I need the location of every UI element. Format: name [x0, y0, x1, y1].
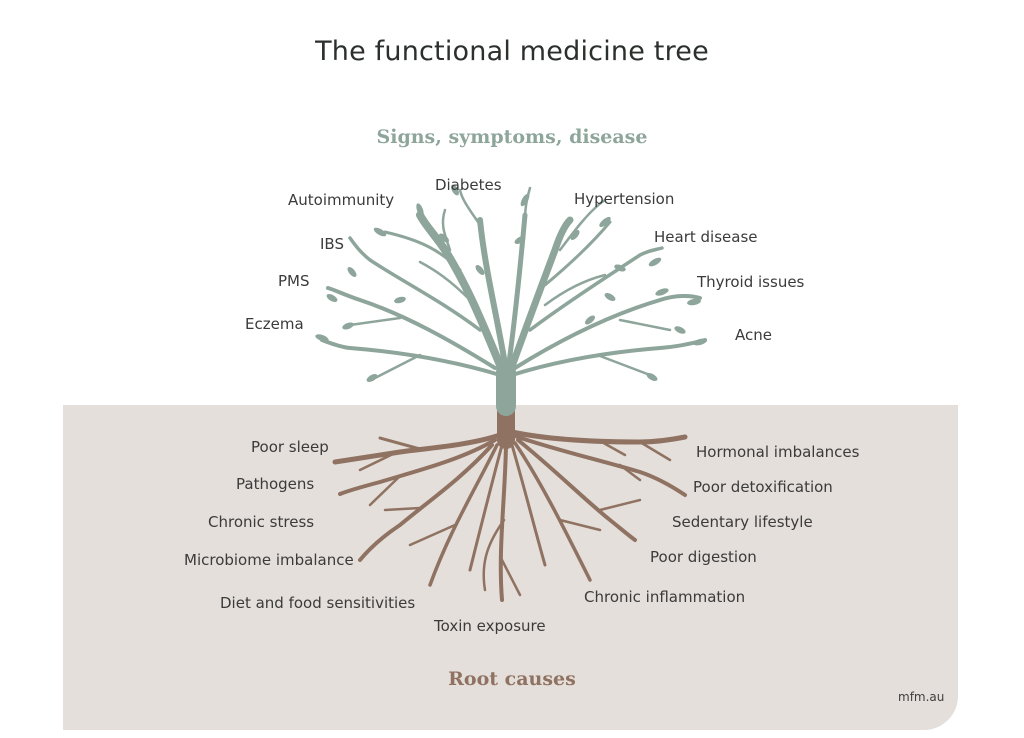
trunk-right: [506, 216, 574, 376]
branch-inner-l: [418, 260, 472, 302]
symptom-thyroid-issues: Thyroid issues: [697, 273, 805, 291]
root-right-upper-c: [638, 440, 672, 462]
branch-right-low: [510, 338, 707, 377]
root-center-b: [482, 518, 506, 592]
leaf: [687, 298, 701, 306]
trunk-center-r: [505, 212, 528, 373]
root-left-upper: [332, 432, 503, 465]
leaf: [674, 326, 686, 334]
cause-chronic-inflammation: Chronic inflammation: [584, 588, 746, 606]
symptom-diabetes: Diabetes: [435, 176, 502, 194]
ground-panel: [63, 405, 958, 730]
root-left-upper-c: [358, 451, 397, 472]
cause-diet-food-sensitivities: Diet and food sensitivities: [220, 594, 416, 612]
symptom-acne: Acne: [735, 326, 772, 344]
cause-poor-detoxification: Poor detoxification: [693, 478, 833, 496]
root-left-2b: [368, 474, 402, 507]
leaf: [520, 193, 530, 207]
root-left-3b: [383, 506, 422, 512]
root-center-c: [500, 558, 522, 597]
branch-right-3: [543, 220, 612, 287]
brand-mark: mfm.au: [898, 690, 945, 704]
branch-left-low-b: [373, 353, 422, 380]
page-title: The functional medicine tree: [315, 36, 709, 67]
root-right-2b: [618, 463, 642, 482]
cause-sedentary-lifestyle: Sedentary lifestyle: [672, 513, 813, 531]
branch-left-low: [320, 338, 502, 377]
branch-right-mid-b: [618, 318, 672, 332]
root-right-upper-b: [598, 439, 627, 457]
root-left-upper-b: [378, 436, 422, 451]
branch-left-3: [383, 230, 462, 272]
branch-inner-r: [543, 273, 607, 307]
root-right-3: [516, 438, 637, 542]
branch-right-4: [558, 198, 607, 252]
symptom-eczema: Eczema: [245, 315, 304, 333]
tree-roots: [332, 395, 688, 602]
leaf: [585, 315, 595, 325]
tree-canopy: [320, 186, 707, 416]
root-right-4: [513, 441, 592, 582]
symptom-heart-disease: Heart disease: [654, 228, 758, 246]
symptom-ibs: IBS: [320, 235, 344, 253]
cause-microbiome-imbalance: Microbiome imbalance: [184, 551, 354, 569]
leaf: [514, 236, 526, 244]
leaf: [451, 184, 459, 196]
root-left-3: [358, 443, 494, 562]
leaf: [373, 227, 387, 237]
leaf: [439, 233, 449, 243]
tree-leaves: [315, 184, 707, 382]
root-right-3b: [598, 498, 642, 512]
cause-hormonal-imbalances: Hormonal imbalances: [696, 443, 860, 461]
leaf: [315, 334, 329, 342]
root-causes-heading: Root causes: [448, 668, 576, 690]
leaf: [326, 294, 338, 302]
leaf: [342, 322, 354, 330]
leaf: [570, 230, 580, 240]
root-center-left: [468, 443, 504, 572]
branch-left-mid-b: [348, 316, 402, 327]
leaf: [614, 264, 626, 272]
branch-left-mid: [326, 286, 497, 370]
root-left-4: [428, 443, 499, 587]
cause-toxin-exposure: Toxin exposure: [434, 617, 546, 635]
leaf: [604, 293, 616, 301]
leaf: [599, 216, 611, 228]
branch-right-low-b: [598, 354, 652, 377]
cause-poor-sleep: Poor sleep: [251, 438, 329, 456]
root-center-right: [510, 443, 547, 567]
leaf: [655, 288, 669, 296]
branch-right-mid: [513, 293, 702, 370]
leaf: [347, 267, 357, 277]
symptom-pms: PMS: [278, 272, 310, 290]
root-right-upper: [509, 429, 688, 445]
leaf: [394, 296, 406, 304]
cause-pathogens: Pathogens: [236, 475, 315, 493]
symptom-hypertension: Hypertension: [574, 190, 675, 208]
root-left-4b: [408, 523, 457, 547]
leaf: [416, 203, 424, 217]
trunk-center: [477, 217, 509, 373]
root-right-4b: [558, 518, 602, 532]
leaf: [475, 265, 485, 275]
branch-left-2: [348, 236, 482, 332]
leaf: [646, 373, 658, 381]
root-left-2: [338, 438, 497, 496]
branch-right-2: [528, 246, 664, 332]
cause-poor-digestion: Poor digestion: [650, 548, 757, 566]
branch-top-l: [458, 188, 482, 227]
symptoms-heading: Signs, symptoms, disease: [376, 126, 648, 148]
leaf: [648, 257, 662, 267]
cause-chronic-stress: Chronic stress: [208, 513, 315, 531]
branch-left-4: [441, 208, 452, 252]
symptom-autoimmunity: Autoimmunity: [288, 191, 395, 209]
root-right-2: [513, 434, 687, 497]
leaf: [693, 338, 707, 346]
leaf: [366, 374, 378, 382]
